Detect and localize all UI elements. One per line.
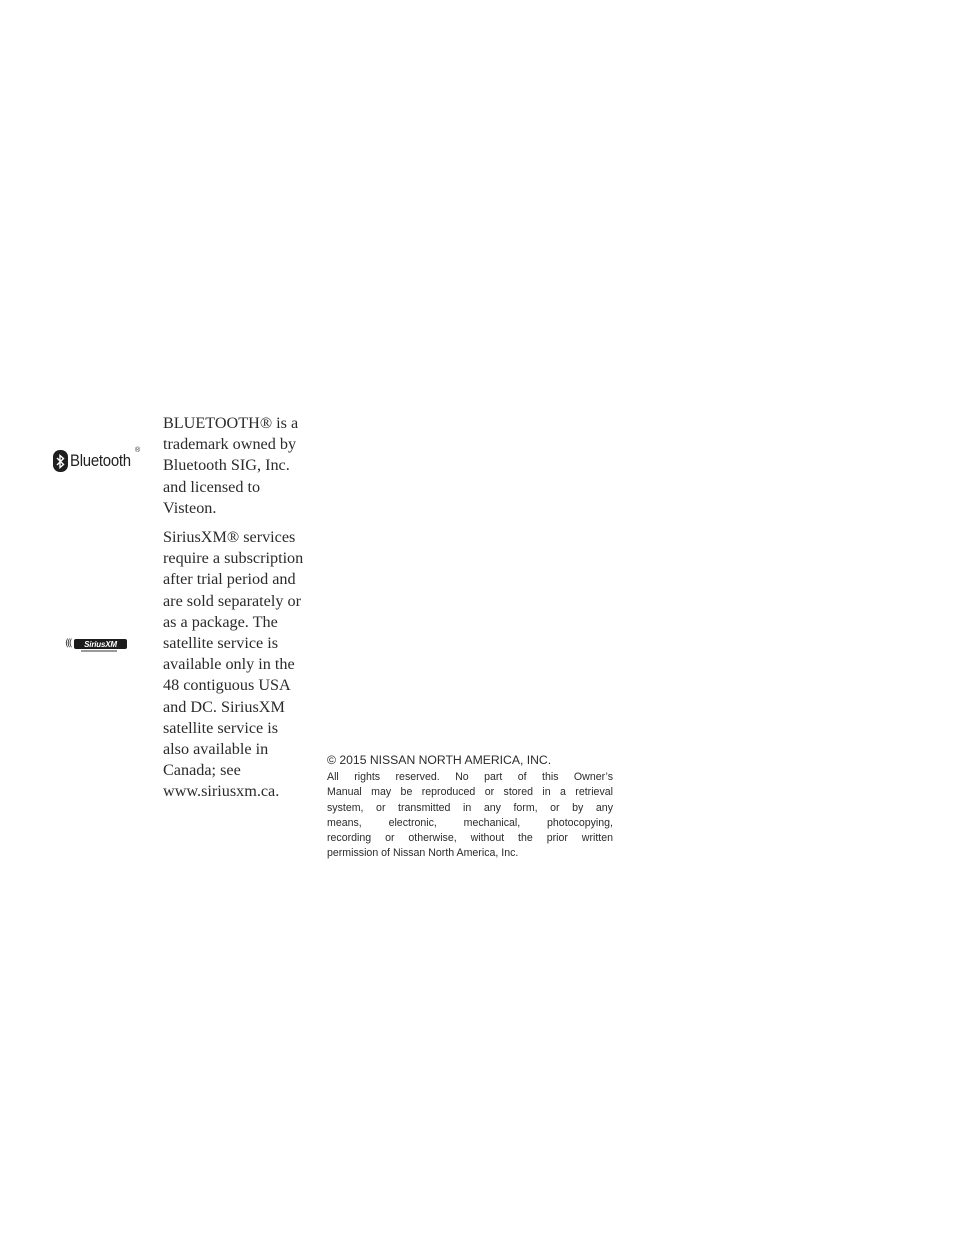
bluetooth-line: Visteon. (163, 498, 217, 517)
siriusxm-line: satellite service is (163, 718, 279, 737)
siriusxm-line: as a package. The (163, 612, 278, 631)
siriusxm-line: and DC. SiriusXM (163, 697, 285, 716)
copyright-line: recording or otherwise, without the prio… (327, 832, 613, 845)
bluetooth-line: Bluetooth SIG, Inc. (163, 456, 290, 475)
copyright-line: system, or transmitted in any form, or b… (327, 801, 613, 814)
signal-waves-icon: ((( (65, 638, 73, 649)
copyright-line: means, electronic, mechanical, photocopy… (327, 816, 613, 829)
copyright-notice: © 2015 NISSAN NORTH AMERICA, INC. All ri… (327, 752, 613, 862)
copyright-heading: © 2015 NISSAN NORTH AMERICA, INC. (327, 753, 552, 767)
bluetooth-registered-mark: ® (135, 447, 141, 454)
siriusxm-line: are sold separately or (163, 591, 301, 610)
siriusxm-line: require a subscription (163, 549, 304, 568)
copyright-body: All rights reserved. No part of this Own… (327, 770, 613, 862)
copyright-line: permission of Nissan North America, Inc. (327, 847, 519, 860)
bluetooth-rune-icon (53, 450, 68, 472)
siriusxm-services-paragraph: SiriusXM® services require a subscriptio… (163, 527, 313, 803)
siriusxm-line: 48 contiguous USA (163, 676, 291, 695)
siriusxm-line: Canada; see (163, 761, 241, 780)
bluetooth-line: trademark owned by (163, 435, 297, 454)
siriusxm-logo-icon: ((( SiriusXM (65, 636, 131, 656)
siriusxm-wordmark: SiriusXM (84, 639, 117, 649)
bluetooth-trademark-paragraph: BLUETOOTH® is a trademark owned by Bluet… (163, 413, 313, 519)
siriusxm-line: after trial period and (163, 570, 296, 589)
siriusxm-line: satellite service is (163, 634, 279, 653)
bluetooth-line: BLUETOOTH® is a (163, 414, 299, 432)
bluetooth-logo: Bluetooth ® (53, 447, 141, 473)
siriusxm-tagline-mark (81, 650, 117, 652)
siriusxm-wordmark-box: SiriusXM (74, 639, 127, 649)
siriusxm-line: SiriusXM® services (163, 528, 296, 546)
copyright-line: All rights reserved. No part of this Own… (327, 771, 613, 783)
bluetooth-wordmark: Bluetooth (70, 451, 131, 470)
siriusxm-line: available only in the (163, 655, 295, 674)
siriusxm-line: also available in (163, 740, 269, 759)
copyright-line: Manual may be reproduced or stored in a … (327, 786, 613, 799)
siriusxm-url-line: www.siriusxm.ca. (163, 782, 280, 801)
bluetooth-line: and licensed to (163, 477, 261, 496)
